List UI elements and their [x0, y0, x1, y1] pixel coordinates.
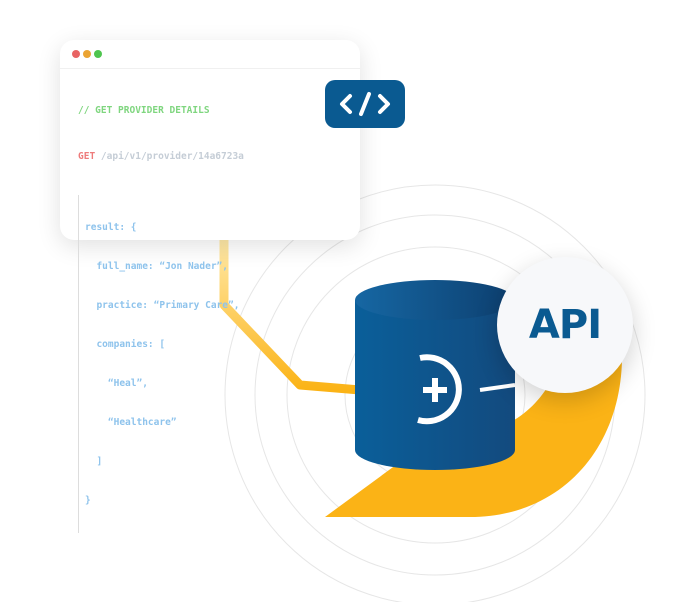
http-method: GET — [78, 151, 96, 162]
code-line: companies: [ — [85, 339, 166, 350]
code-line: result: { — [85, 222, 137, 233]
api-badge: API — [497, 257, 633, 393]
code-window: // GET PROVIDER DETAILS GET /api/v1/prov… — [60, 40, 360, 533]
code-line: full_name: “Jon Nader”, — [85, 261, 228, 272]
connector-line — [219, 240, 361, 395]
code-line: practice: “Primary Care”, — [85, 300, 240, 311]
healthcare-plus-icon — [417, 354, 462, 425]
window-titlebar — [60, 40, 360, 69]
code-snippet: // GET PROVIDER DETAILS GET /api/v1/prov… — [78, 78, 244, 559]
code-line: ] — [85, 456, 103, 467]
database-icon — [355, 280, 516, 470]
code-comment: // GET PROVIDER DETAILS — [78, 105, 210, 116]
code-line: “Heal”, — [85, 378, 148, 389]
code-badge — [325, 80, 405, 128]
code-brackets-icon — [340, 92, 390, 116]
api-label: API — [528, 302, 602, 348]
endpoint: /api/v1/provider/14a6723a — [100, 151, 244, 162]
code-line: } — [85, 495, 91, 506]
minimize-dot — [83, 50, 91, 58]
maximize-dot — [94, 50, 102, 58]
close-dot — [72, 50, 80, 58]
response-body: result: { full_name: “Jon Nader”, practi… — [78, 195, 244, 533]
code-line: “Healthcare” — [85, 417, 177, 428]
